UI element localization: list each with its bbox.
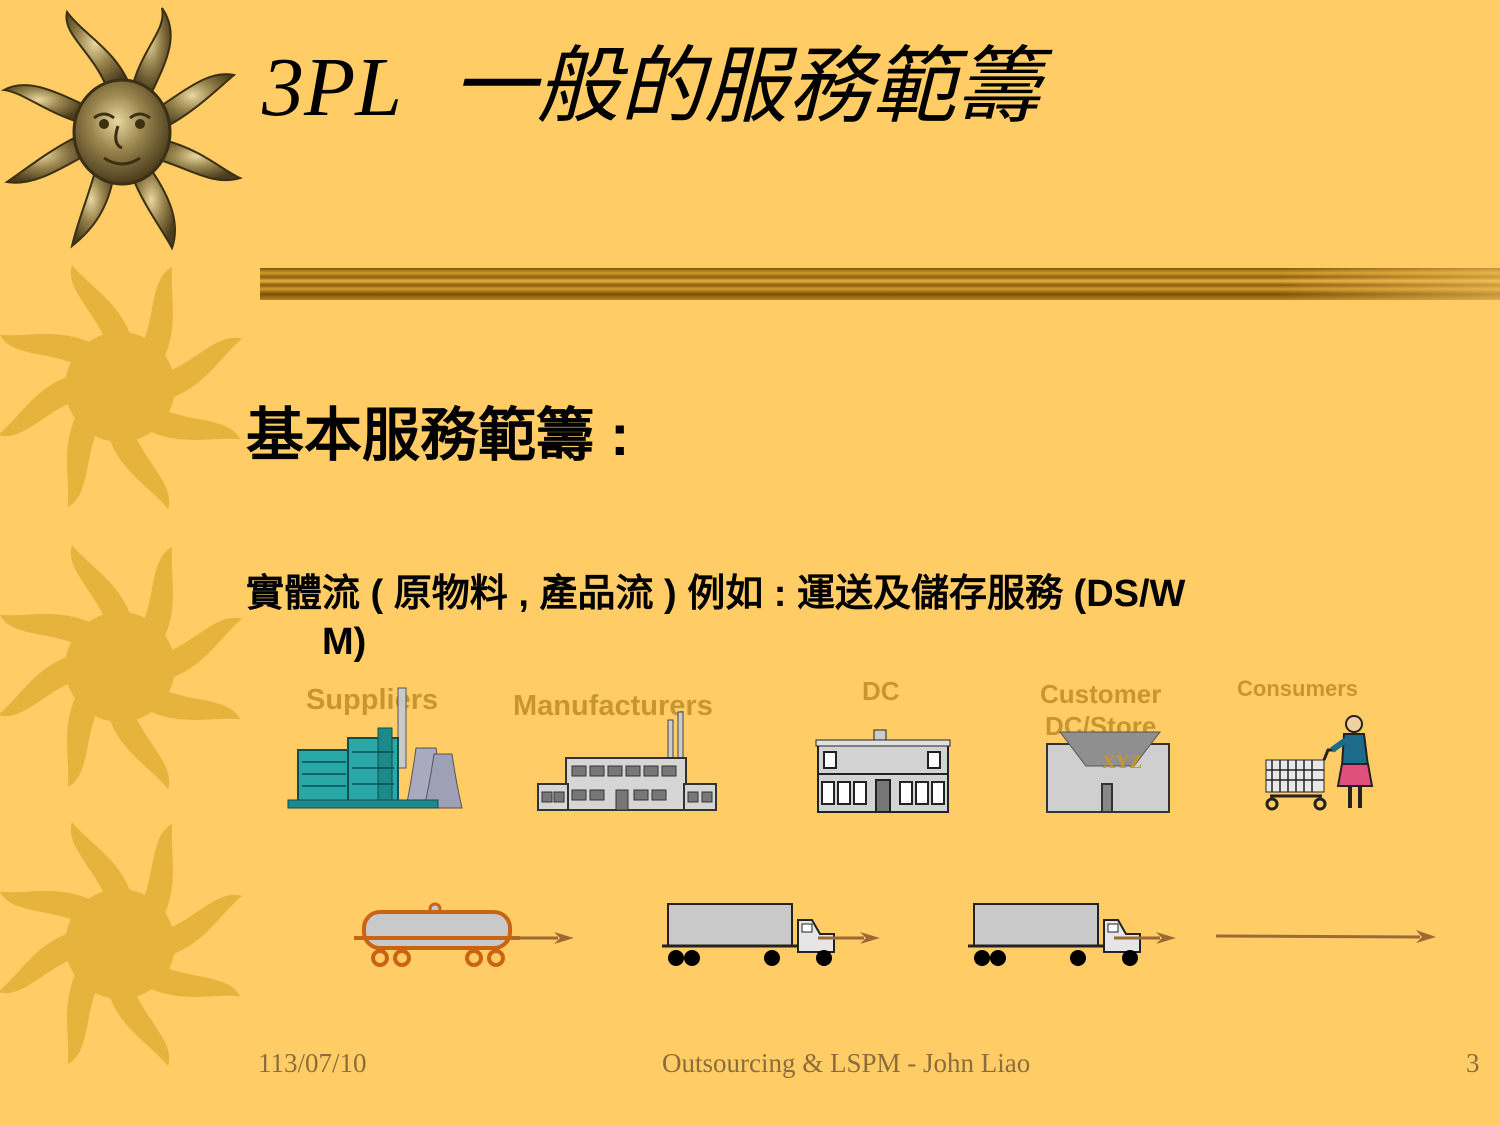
truck-icon [968,903,1141,966]
tanker-railcar-icon [354,902,520,967]
store-sign-text: XYZ [1102,752,1142,773]
footer-page-number: 3 [1466,1048,1480,1078]
shopper-icon [1265,715,1374,811]
sun-icon [0,545,242,789]
arrow-icon [1215,930,1436,943]
footer-date: 113/07/10 [258,1048,367,1078]
arrow-icon [512,932,574,944]
footer-title: Outsourcing & LSPM - John Liao [662,1048,1031,1078]
store-icon: XYZ [1046,731,1170,813]
label-dc: DC [862,676,900,706]
bullet-text-line2: M) [322,621,367,663]
title-divider [260,268,1500,300]
arrow-icon [1114,932,1176,944]
label-suppliers: Suppliers [306,684,439,716]
arrow-icon [818,932,880,944]
truck-icon [662,903,835,966]
factory-icon [287,687,463,809]
sun-icon [0,265,242,509]
label-consumers: Consumers [1237,676,1359,701]
slide-title-prefix: 3PL [262,41,403,134]
bullet-text-line1: 實體流 ( 原物料 , 產品流 ) 例如 : 運送及儲存服務 (DS/W [246,573,1186,615]
label-customer-line1: Customer [1040,679,1162,709]
factory-icon [537,711,717,811]
sun-icon [0,822,242,1066]
section-heading: 基本服務範籌 : [246,403,630,468]
slide-title-cjk: 一般的服務範籌 [452,37,1041,135]
sun-face-icon [0,7,243,251]
slide-title: 3PL 一般的服務範籌 [262,40,1040,134]
building-icon [815,729,951,813]
